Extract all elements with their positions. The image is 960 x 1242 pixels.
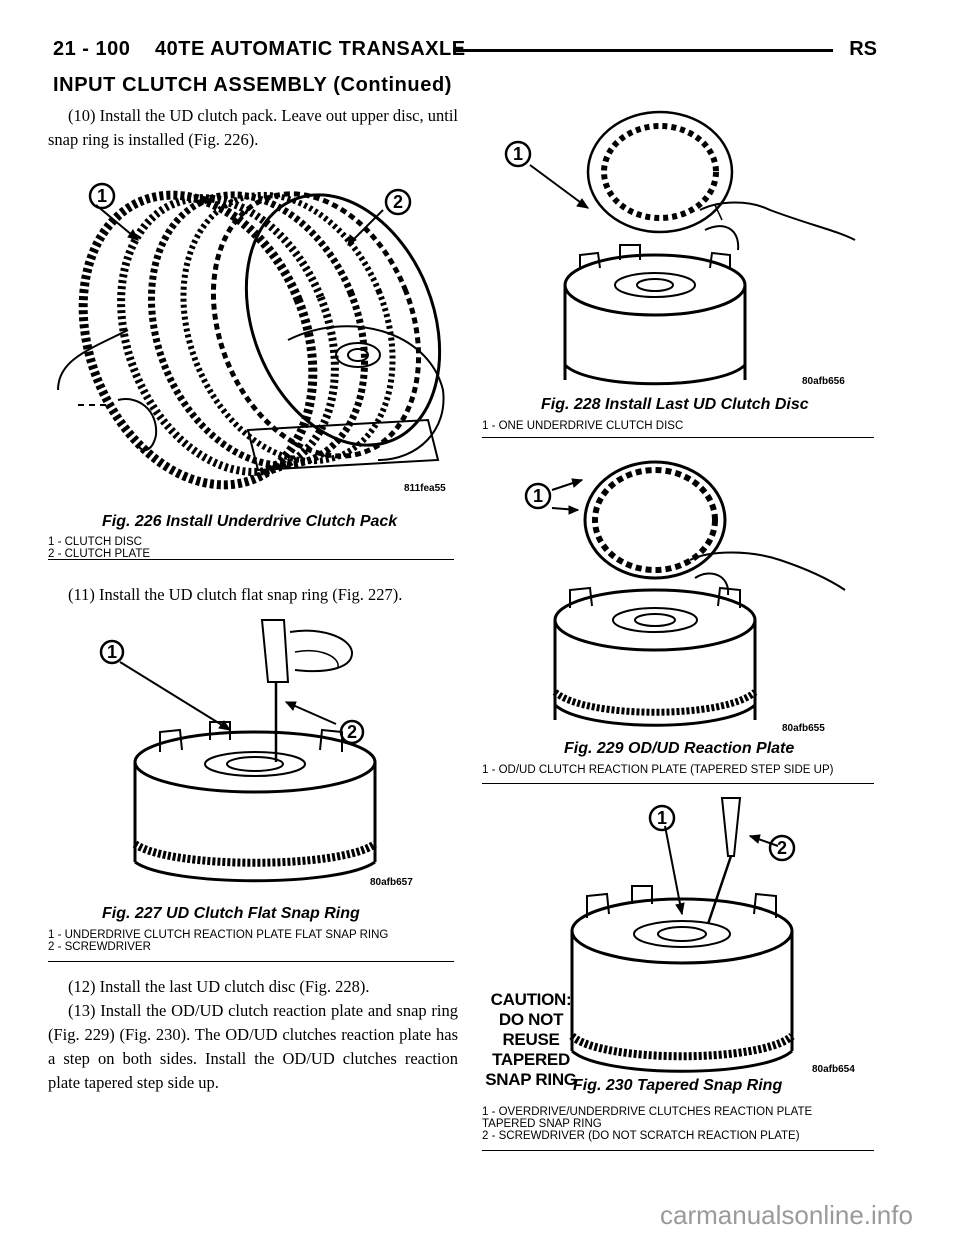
last-clutch-disc-illustration: 1 <box>504 110 856 386</box>
figure-code: 80afb656 <box>802 376 845 387</box>
figure-227-rule <box>48 961 454 962</box>
callout-1: 1 <box>97 186 107 206</box>
callout-1: 1 <box>533 486 543 506</box>
figure-code: 80afb657 <box>370 877 413 888</box>
figure-227-legend: 1 - UNDERDRIVE CLUTCH REACTION PLATE FLA… <box>48 929 388 953</box>
figure-code: 80afb655 <box>782 723 825 734</box>
step-12-text: (12) Install the last UD clutch disc (Fi… <box>68 977 370 996</box>
step-13: (13) Install the OD/UD clutch reaction p… <box>48 999 458 1095</box>
legend-item: 1 - CLUTCH DISC <box>48 536 142 548</box>
clutch-pack-illustration: 1 2 <box>57 182 445 490</box>
callout-1: 1 <box>657 808 667 828</box>
callout-2: 2 <box>347 722 357 742</box>
caution-note: CAUTION: DO NOT REUSE TAPERED SNAP RING <box>484 990 578 1090</box>
figure-230-legend: 1 - OVERDRIVE/UNDERDRIVE CLUTCHES REACTI… <box>482 1106 812 1142</box>
step-11-text: (11) Install the UD clutch flat snap rin… <box>68 585 403 604</box>
figure-227-caption: Fig. 227 UD Clutch Flat Snap Ring <box>102 905 360 922</box>
callout-2: 2 <box>777 838 787 858</box>
figure-230-caption: Fig. 230 Tapered Snap Ring <box>573 1077 783 1094</box>
watermark: carmanualsonline.info <box>660 1200 913 1230</box>
snap-ring-illustration: 1 2 <box>99 619 378 883</box>
figure-228-caption: Fig. 228 Install Last UD Clutch Disc <box>541 396 809 413</box>
figure-226: 1 2 811fea55 <box>48 160 458 500</box>
step-10-text: (10) Install the UD clutch pack. Leave o… <box>48 106 458 149</box>
figure-229-rule <box>482 783 874 784</box>
caution-line: DO NOT <box>498 1010 564 1029</box>
figure-code: 811fea55 <box>404 483 446 494</box>
legend-item: 1 - OD/UD CLUTCH REACTION PLATE (TAPERED… <box>482 764 834 776</box>
legend-item: 2 - SCREWDRIVER (DO NOT SCRATCH REACTION… <box>482 1130 800 1142</box>
figure-229-caption: Fig. 229 OD/UD Reaction Plate <box>564 740 795 757</box>
figure-226-legend: 1 - CLUTCH DISC 2 - CLUTCH PLATE <box>48 536 150 560</box>
figure-229: 1 80afb655 <box>510 450 850 735</box>
step-11: (11) Install the UD clutch flat snap rin… <box>48 583 458 607</box>
caution-line: CAUTION: <box>490 990 572 1009</box>
chapter-title: 40TE AUTOMATIC TRANSAXLE <box>155 38 466 60</box>
figure-226-caption: Fig. 226 Install Underdrive Clutch Pack <box>102 513 398 530</box>
figure-230: 1 2 CAUTION: DO NOT REUSE TAPERED SNAP R… <box>482 796 874 1089</box>
figure-228: 1 80afb656 <box>490 100 870 392</box>
figure-227: 1 2 80afb657 <box>90 612 420 892</box>
step-12: (12) Install the last UD clutch disc (Fi… <box>48 975 458 999</box>
callout-1: 1 <box>513 144 523 164</box>
legend-item: 1 - ONE UNDERDRIVE CLUTCH DISC <box>482 420 684 432</box>
figure-230-rule <box>482 1150 874 1151</box>
legend-item: 2 - SCREWDRIVER <box>48 941 151 953</box>
legend-item: 1 - UNDERDRIVE CLUTCH REACTION PLATE FLA… <box>48 929 389 941</box>
caution-line: TAPERED <box>492 1050 570 1069</box>
reaction-plate-illustration: 1 <box>524 460 846 727</box>
legend-item: 2 - CLUTCH PLATE <box>48 548 151 560</box>
figure-228-rule <box>482 437 874 438</box>
figure-226-rule <box>48 559 454 560</box>
legend-item: TAPERED SNAP RING <box>482 1118 602 1130</box>
callout-2: 2 <box>393 192 403 212</box>
model-code: RS <box>849 38 877 60</box>
figure-code: 80afb654 <box>812 1064 855 1075</box>
header-rule <box>453 49 833 52</box>
page-header: 21 - 100 40TE AUTOMATIC TRANSAXLE RS <box>53 38 877 68</box>
section-title: INPUT CLUTCH ASSEMBLY (Continued) <box>53 74 453 96</box>
step-10: (10) Install the UD clutch pack. Leave o… <box>48 104 458 152</box>
figure-229-legend: 1 - OD/UD CLUTCH REACTION PLATE (TAPERED… <box>482 764 833 776</box>
caution-line: REUSE <box>502 1030 560 1049</box>
page-number: 21 - 100 <box>53 38 131 60</box>
step-13-text: (13) Install the OD/UD clutch reaction p… <box>48 1001 458 1092</box>
figure-228-legend: 1 - ONE UNDERDRIVE CLUTCH DISC <box>482 420 683 432</box>
legend-item: 1 - OVERDRIVE/UNDERDRIVE CLUTCHES REACTI… <box>482 1106 813 1118</box>
caution-line: SNAP RING <box>485 1070 577 1089</box>
tapered-snap-ring-illustration: 1 2 <box>569 797 796 1073</box>
callout-1: 1 <box>107 642 117 662</box>
